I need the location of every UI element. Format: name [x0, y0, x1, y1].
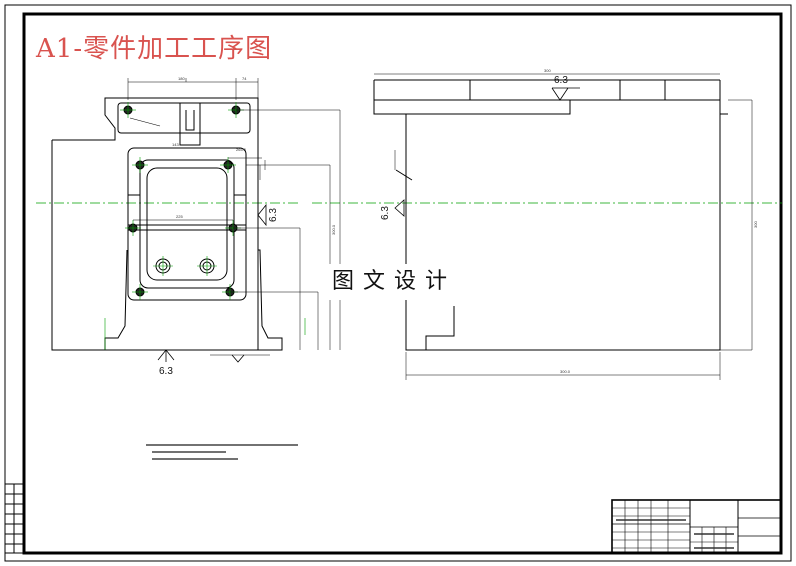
side-view — [373, 79, 728, 351]
inner-border — [22, 12, 783, 555]
front-view-dimension-text: 180 74 143 225 265.5 300.0 — [172, 76, 336, 235]
svg-text:180: 180 — [178, 76, 185, 81]
side-view-dimensions — [374, 73, 753, 380]
svg-text:300.0: 300.0 — [560, 369, 571, 374]
svg-text:300: 300 — [753, 221, 758, 228]
drawing-title: A1-零件加工工序图 — [36, 34, 273, 64]
svg-text:143: 143 — [172, 142, 179, 147]
technical-notes — [146, 444, 298, 460]
svg-text:225: 225 — [176, 214, 183, 219]
left-zone-strip — [4, 483, 25, 554]
svg-text:300: 300 — [544, 68, 551, 73]
roughness-label-side-top: 6.3 — [554, 75, 568, 86]
roughness-label-side-left: 6.3 — [380, 206, 391, 220]
roughness-label-front-right: 6.3 — [268, 208, 279, 222]
front-view — [51, 97, 306, 351]
outer-border — [4, 4, 792, 562]
watermark-text: 图文设计 — [322, 264, 472, 300]
front-view-dimensions — [127, 78, 341, 356]
roughness-label-front-bottom: 6.3 — [159, 366, 173, 377]
svg-text:265.5: 265.5 — [236, 147, 247, 152]
svg-text:300.0: 300.0 — [331, 224, 336, 235]
svg-text:74: 74 — [242, 76, 247, 81]
title-block — [611, 499, 782, 554]
side-view-dimension-text: 300 300.0 300 — [544, 68, 758, 374]
